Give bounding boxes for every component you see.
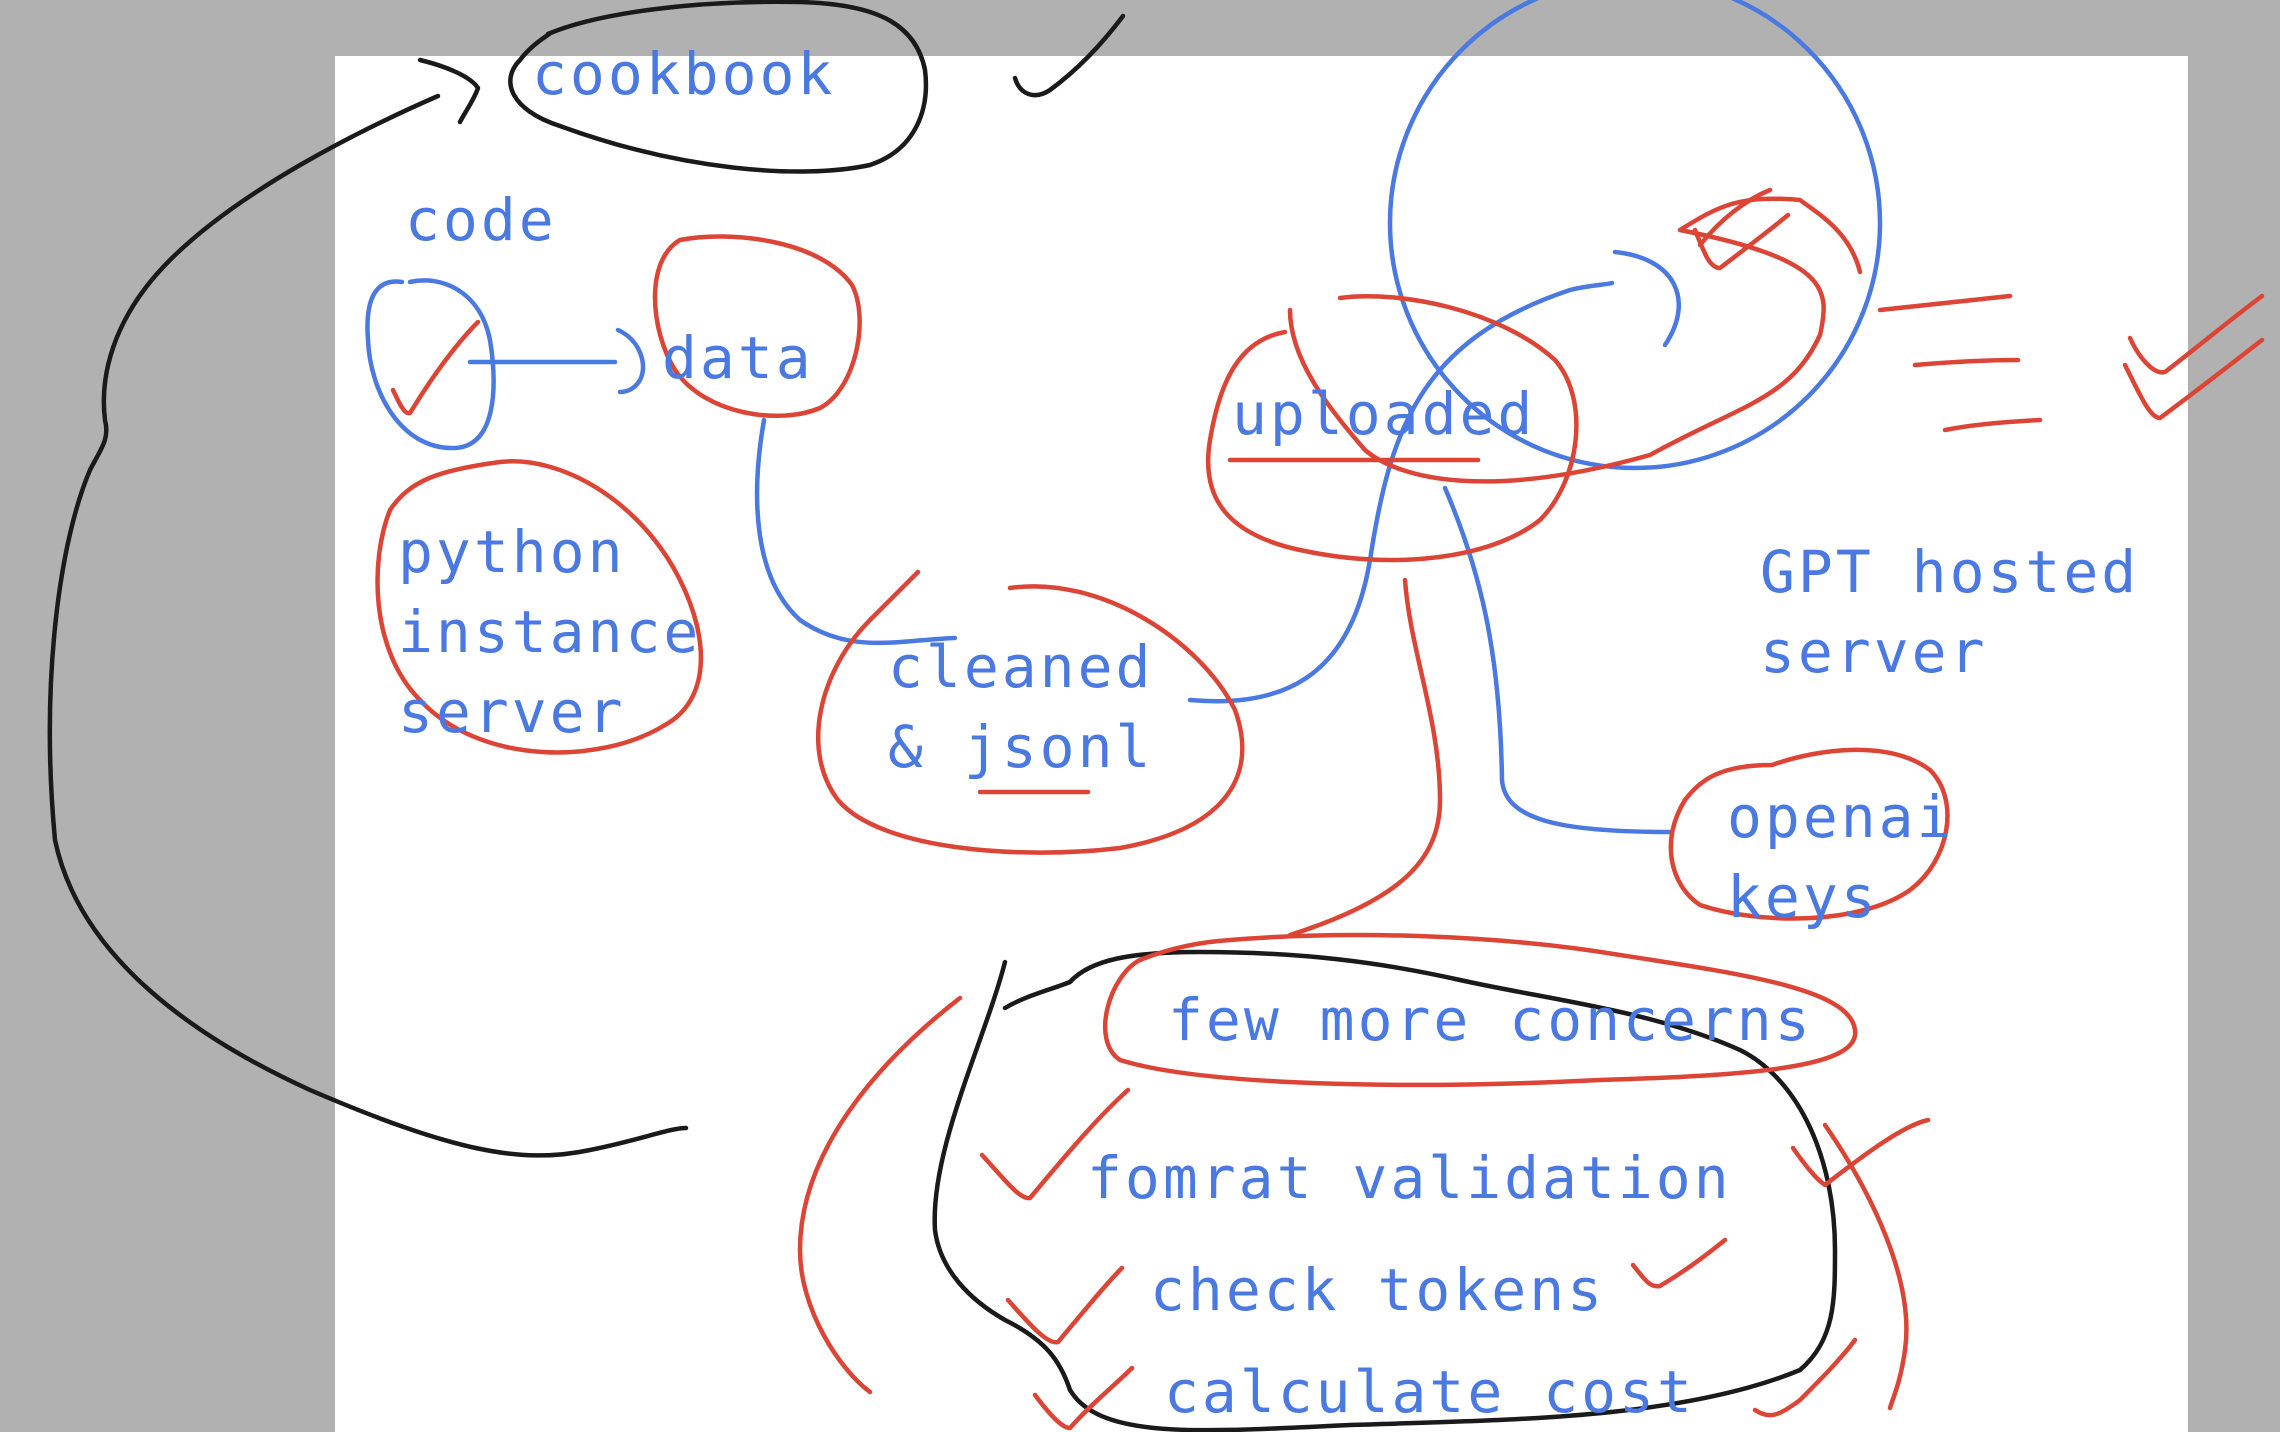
data-connector-bracket <box>615 327 646 395</box>
data-cleaned-link <box>754 417 958 646</box>
right-bracket <box>1822 1122 1909 1411</box>
label-gpt-hosted-server: GPT hosted server <box>1760 538 2140 686</box>
uploaded-openai-link <box>1442 485 1673 835</box>
label-cleaned-jsonl: cleaned & jsonl <box>888 633 1154 781</box>
left-bracket <box>797 995 963 1395</box>
gpt-server-circle <box>1387 0 1883 471</box>
cookbook-circle <box>508 0 929 174</box>
uploaded-circle <box>1205 294 1579 563</box>
tokens-checkmark-icon <box>1005 1265 1125 1345</box>
label-python-instance-server: python instance server <box>398 518 702 746</box>
top-checkmark-icon <box>1012 13 1126 98</box>
label-uploaded: uploaded <box>1232 380 1536 448</box>
stack-line-3 <box>1942 417 2043 433</box>
gpt-connector-bracket <box>1612 249 1682 348</box>
concerns-loop <box>932 949 1838 1432</box>
cleaned-jsonl-circle <box>816 569 1245 855</box>
label-few-more-concerns: few more concerns <box>1168 986 1813 1054</box>
stack-line-2 <box>1912 357 2021 368</box>
gpt-server-stack-circle <box>1287 196 1863 484</box>
code-checkmark-icon <box>390 319 481 416</box>
label-check-tokens: check tokens <box>1150 1256 1606 1324</box>
format-checkmark-icon <box>979 1087 1131 1201</box>
tokens-side-checkmark-icon <box>1630 1237 1728 1289</box>
label-format-validation: fomrat validation <box>1087 1144 1732 1212</box>
stack-line-1 <box>1877 293 2013 313</box>
whiteboard-sheet <box>335 56 2188 1432</box>
data-circle <box>652 234 862 419</box>
python-instance-circle <box>375 459 704 755</box>
uploaded-concerns-link <box>1287 577 1443 938</box>
few-more-concerns-oval <box>1102 932 1858 1088</box>
code-icon-circle <box>365 278 496 451</box>
far-right-checkmark-echo <box>2122 337 2265 421</box>
openai-keys-circle <box>1668 747 1950 921</box>
label-openai-keys: openai keys <box>1727 783 1955 931</box>
label-cookbook: cookbook <box>532 40 836 108</box>
bottom-right-checkmark-icon <box>1752 1337 1858 1418</box>
cost-checkmark-icon <box>1032 1365 1135 1431</box>
cookbook-arrowhead <box>417 57 481 125</box>
label-data: data <box>662 324 814 392</box>
label-calculate-cost: calculate cost <box>1164 1358 1695 1426</box>
label-code: code <box>405 186 557 254</box>
gpt-checkmark-icon <box>1692 212 1791 271</box>
right-checkmark-icon <box>1790 1117 1931 1188</box>
far-right-checkmark-icon <box>2127 293 2265 375</box>
cookbook-loop-arrow <box>47 93 689 1158</box>
